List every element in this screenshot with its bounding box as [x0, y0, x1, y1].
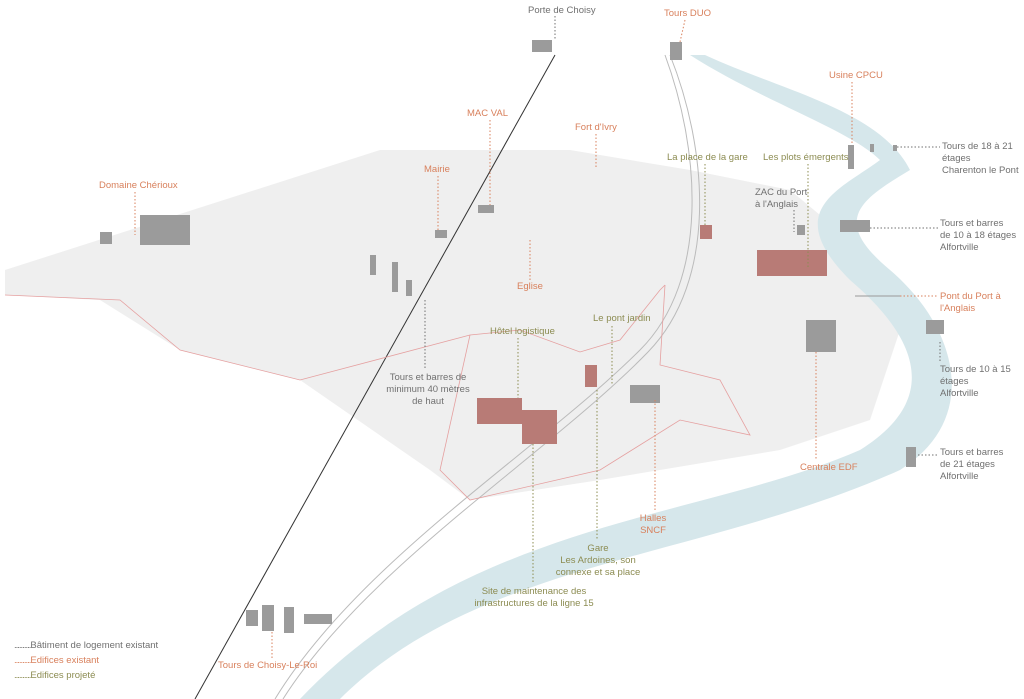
label-porte-choisy: Porte de Choisy [528, 5, 596, 16]
label-mac-val: MAC VAL [467, 108, 509, 119]
boundary [4, 284, 666, 381]
legend-item-housing: ..........Bâtiment de logement existant [14, 640, 158, 652]
line: Halles [639, 513, 667, 524]
legend-label: Edifices existant [30, 655, 100, 666]
line: Alfortville [940, 471, 979, 482]
legend-label: Edifices projeté [30, 670, 96, 681]
line: Tours et barres de [389, 372, 467, 383]
legend-item-existing: ..........Edifices existant [14, 655, 158, 667]
legend-label: Bâtiment de logement existant [30, 640, 159, 651]
line: de 10 à 18 étages [940, 230, 1017, 241]
line: de haut [412, 396, 444, 407]
rail-line [274, 54, 693, 699]
label-hotel-logistique: Hôtel logistique [490, 326, 555, 337]
line: infrastructures de la ligne 15 [474, 598, 594, 609]
zone-boundary [439, 284, 751, 501]
line: Tours et barres [940, 218, 1004, 229]
line: SNCF [640, 525, 666, 536]
line: Gare [587, 543, 609, 554]
legend-item-projected: ..........Edifices projeté [14, 670, 158, 682]
label-choisy-roi: Tours de Choisy-Le-Roi [218, 660, 318, 671]
label-usine-cpcu: Usine CPCU [829, 70, 883, 81]
label-centrale-edf: Centrale EDF [800, 462, 858, 473]
line: connexe et sa place [555, 567, 641, 578]
metro-line [194, 54, 556, 699]
line: Tours et barres [940, 447, 1004, 458]
legend-dots: .......... [14, 640, 31, 651]
existing-buildings [100, 40, 944, 633]
leader-lines [134, 16, 941, 658]
legend-dots: .......... [14, 655, 31, 666]
line: l'Anglais [940, 303, 976, 314]
urban-area [5, 150, 900, 500]
projected-buildings [477, 225, 827, 444]
legend: ..........Bâtiment de logement existant … [14, 640, 158, 685]
label-cherioux: Domaine Chérioux [99, 180, 178, 191]
label-fort-ivry: Fort d'Ivry [575, 122, 617, 133]
line: Charenton le Pont [942, 165, 1019, 176]
label-place-gare: La place de la gare [667, 152, 748, 163]
label-eglise: Eglise [517, 281, 543, 292]
label-mairie: Mairie [424, 164, 450, 175]
line: de 21 étages [940, 459, 995, 470]
line: Pont du Port à [940, 291, 1001, 302]
line: étages [942, 153, 971, 164]
line: Tours de 18 à 21 [942, 141, 1013, 152]
line: minimum 40 mètres [386, 384, 470, 395]
label-tours-duo: Tours DUO [664, 8, 711, 19]
line: Alfortville [940, 242, 979, 253]
label-pont-jardin: Le pont jardin [593, 313, 651, 324]
rail-line-2 [282, 54, 701, 699]
line: étages [940, 376, 969, 387]
line: Tours de 10 à 15 [940, 364, 1011, 375]
line: Alfortville [940, 388, 979, 399]
line: Les Ardoines, son [560, 555, 636, 566]
label-plots: Les plots émergents [763, 152, 849, 163]
legend-dots: .......... [14, 670, 31, 681]
line: ZAC du Port [755, 187, 808, 198]
line: Site de maintenance des [481, 586, 587, 597]
line: à l'Anglais [755, 199, 799, 210]
